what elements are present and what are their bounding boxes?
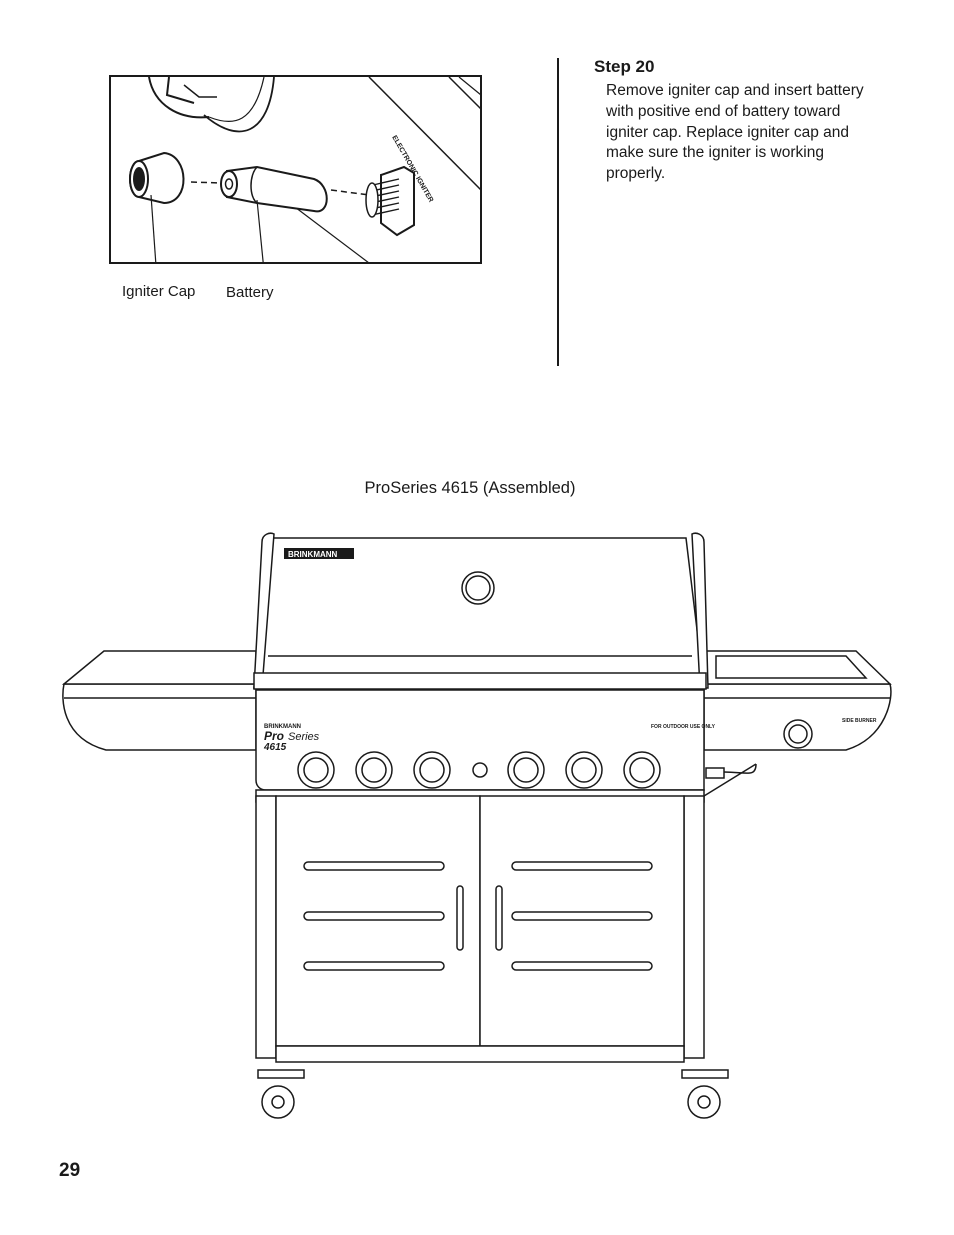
step-instructions: Remove igniter cap and insert battery wi… (606, 82, 864, 183)
battery-shape (220, 165, 328, 213)
igniter-cap-shape (129, 151, 185, 205)
battery-label: Battery (226, 284, 274, 301)
panel-model-pro: Pro (264, 729, 284, 743)
page-number: 29 (59, 1160, 81, 1181)
figure-caption: ProSeries 4615 (Assembled) (364, 479, 576, 497)
grill-illustration: BRINKMANN BRINKMANN Pro Series 4615 FOR … (61, 532, 892, 1119)
step-title: Step 20 (594, 57, 655, 76)
igniter-illustration: ELECTRONIC IGNITER (109, 75, 482, 264)
lid-logo: BRINKMANN (288, 550, 338, 559)
igniter-cap-label: Igniter Cap (122, 283, 196, 300)
panel-model-series: Series (288, 731, 320, 743)
panel-outdoor-note: FOR OUTDOOR USE ONLY (651, 724, 716, 730)
panel-model-number: 4615 (263, 742, 287, 753)
side-burner-title: SIDE BURNER (842, 718, 877, 724)
panel-brand: BRINKMANN (264, 724, 301, 730)
igniter-housing-shape (365, 165, 415, 237)
column-divider (557, 58, 559, 366)
